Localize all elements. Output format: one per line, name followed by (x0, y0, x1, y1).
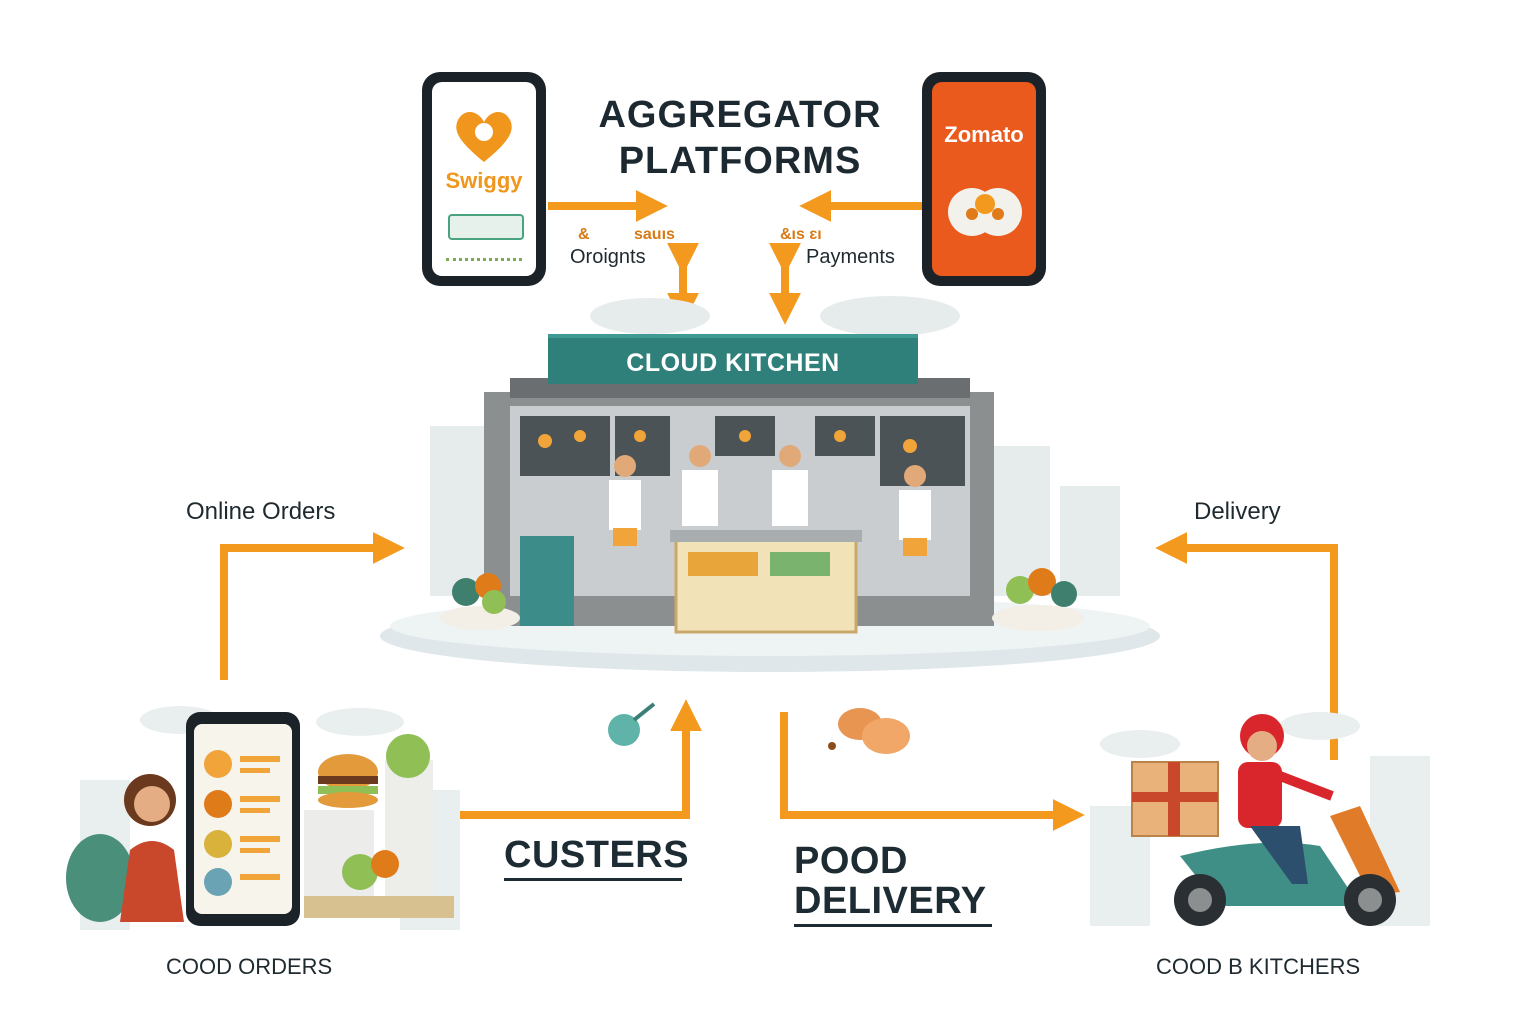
label-cood-orders: COOD ORDERS (166, 954, 332, 980)
arrow-online-orders (224, 548, 392, 680)
zomato-phone: Zomato (922, 72, 1046, 286)
label-cood-kitchers: COOD B KITCHERS (1156, 954, 1360, 980)
bread-icon (820, 700, 920, 760)
customer-ordering-illustration (60, 700, 480, 940)
label-online-orders: Online Orders (186, 498, 335, 526)
zomato-brand: Zomato (932, 122, 1036, 148)
swiggy-banner-card (448, 214, 524, 240)
aggregator-title: AGGREGATOR PLATFORMS (560, 92, 920, 184)
heading-food-line2: DELIVERY (794, 880, 987, 923)
label-orders: Oroignts (570, 246, 646, 269)
swiggy-brand: Swiggy (432, 168, 536, 194)
delivery-rider-illustration (1070, 696, 1490, 936)
swiggy-logo-icon (432, 100, 536, 170)
food-delivery-underline (794, 924, 992, 927)
title-line-2: PLATFORMS (560, 138, 920, 184)
spoon-icon (600, 700, 660, 750)
heading-custers: CUSTERS (504, 834, 689, 877)
label-orders-small: sauıs (634, 226, 675, 244)
title-line-1: AGGREGATOR (560, 92, 920, 138)
heading-food-line1: POOD (794, 840, 908, 883)
custers-underline (504, 878, 682, 881)
label-payments-small: &ıs ɛı (780, 226, 822, 244)
swiggy-bottom-bar (446, 258, 522, 267)
label-delivery: Delivery (1194, 498, 1281, 526)
cloud-kitchen-banner: CLOUD KITCHEN (548, 334, 918, 384)
label-orders-amp: & (578, 226, 590, 244)
swiggy-phone: Swiggy (422, 72, 546, 286)
label-payments: Payments (806, 246, 895, 269)
food-bowl-icon (932, 170, 1036, 260)
